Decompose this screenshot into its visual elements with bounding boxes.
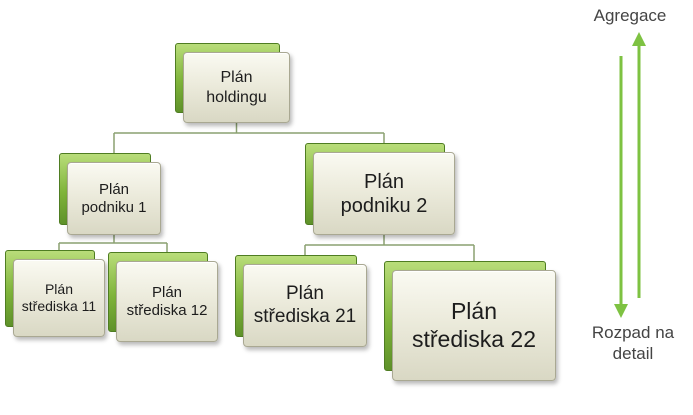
node-plan-holdingu: Plán holdingu xyxy=(175,43,290,123)
node-label: Plán střediska 12 xyxy=(116,261,218,342)
up-arrow-head xyxy=(632,32,646,46)
node-plan-podniku-2: Plán podniku 2 xyxy=(305,143,455,235)
node-plan-strediska-21: Plán střediska 21 xyxy=(235,255,367,347)
node-label: Plán podniku 2 xyxy=(313,152,455,235)
node-label: Plán střediska 11 xyxy=(13,259,105,337)
vertical-arrows xyxy=(614,32,646,318)
rozpad-na-detail-label: Rozpad na detail xyxy=(591,323,675,364)
node-plan-strediska-11: Plán střediska 11 xyxy=(5,250,105,337)
node-label: Plán střediska 22 xyxy=(392,270,556,381)
node-label: Plán podniku 1 xyxy=(67,162,161,235)
connectors xyxy=(58,123,475,261)
node-plan-strediska-12: Plán střediska 12 xyxy=(108,252,218,342)
node-plan-strediska-22: Plán střediska 22 xyxy=(384,261,556,381)
node-label: Plán holdingu xyxy=(183,52,290,123)
agregace-label: Agregace xyxy=(593,6,667,25)
node-label: Plán střediska 21 xyxy=(243,264,367,347)
down-arrow-head xyxy=(614,304,628,318)
node-plan-podniku-1: Plán podniku 1 xyxy=(59,153,161,235)
